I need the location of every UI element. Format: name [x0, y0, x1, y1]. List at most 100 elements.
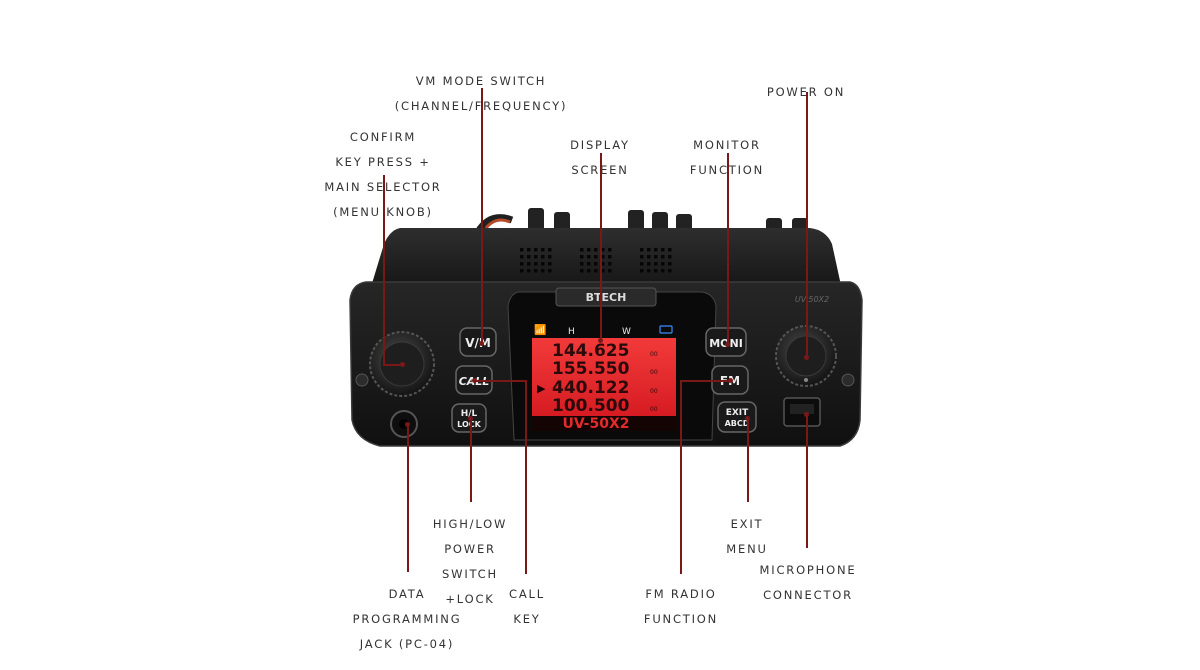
grille-hole [654, 248, 658, 252]
grille-hole [548, 248, 552, 252]
grille-hole [647, 248, 651, 252]
frequency-row: 440.122 [552, 378, 629, 398]
grille-hole [661, 255, 665, 259]
label-monitor-function: MONITOR FUNCTION [689, 137, 765, 177]
grille-hole [580, 262, 584, 266]
grille-hole [534, 262, 538, 266]
signal-icon: 📶 [534, 323, 546, 336]
grille-hole [640, 248, 644, 252]
status-h: H [568, 327, 575, 337]
grille-hole [548, 262, 552, 266]
label-vm-mode-switch: VM MODE SWITCH (CHANNEL/FREQUENCY) [394, 73, 568, 113]
grille-hole [668, 262, 672, 266]
grille-hole [527, 262, 531, 266]
grille-hole [601, 255, 605, 259]
status-w: W [622, 327, 631, 337]
selected-row-arrow: ▶ [537, 382, 546, 395]
display-screen [532, 338, 676, 416]
grille-hole [534, 255, 538, 259]
frequency-row: 155.550 [552, 359, 630, 379]
screw [841, 373, 855, 387]
side-model-text: UV-50X2 [795, 295, 829, 304]
battery-icon [659, 325, 673, 334]
grille-hole [587, 248, 591, 252]
grille-hole [520, 255, 524, 259]
speaker-grille [520, 248, 672, 273]
grille-hole [647, 262, 651, 266]
grille-hole [608, 262, 612, 266]
grille-hole [654, 262, 658, 266]
svg-text:00: 00 [650, 351, 658, 358]
grille-hole [640, 269, 644, 273]
grille-hole [601, 248, 605, 252]
grille-hole [541, 248, 545, 252]
exit-button[interactable]: EXIT ABCD [717, 401, 757, 433]
frequency-rows: 144.625 155.550 440.122 100.500 [552, 341, 630, 416]
grille-hole [661, 269, 665, 273]
grille-hole [594, 262, 598, 266]
svg-text:00: 00 [650, 388, 658, 395]
label-confirm-menu-knob: CONFIRM KEY PRESS + MAIN SELECTOR (MENU … [324, 129, 442, 219]
grille-hole [534, 269, 538, 273]
grille-hole [548, 255, 552, 259]
grille-hole [580, 255, 584, 259]
grille-hole [580, 269, 584, 273]
svg-text:LOCK: LOCK [457, 420, 481, 429]
grille-hole [527, 248, 531, 252]
grille-hole [587, 255, 591, 259]
grille-hole [668, 255, 672, 259]
grille-hole [527, 269, 531, 273]
grille-hole [594, 248, 598, 252]
model-name: UV-50X2 [562, 416, 629, 432]
grille-hole [668, 248, 672, 252]
radio-top-body [370, 228, 842, 290]
grille-hole [594, 269, 598, 273]
grille-hole [640, 255, 644, 259]
grille-hole [520, 262, 524, 266]
grille-hole [534, 248, 538, 252]
grille-hole [654, 269, 658, 273]
vm-button[interactable]: V/M [459, 327, 497, 357]
brand-logo: BTECH [586, 291, 627, 304]
grille-hole [608, 269, 612, 273]
grille-hole [654, 255, 658, 259]
grille-hole [520, 269, 524, 273]
grille-hole [587, 262, 591, 266]
label-exit-menu: EXIT MENU [726, 516, 768, 556]
label-display-screen: DISPLAY SCREEN [570, 137, 630, 177]
frequency-row: 100.500 [552, 396, 630, 416]
grille-hole [541, 262, 545, 266]
svg-text:V/M: V/M [465, 336, 491, 350]
frequency-suffixes: 00 00 00 00 [650, 351, 658, 413]
label-power-on: POWER ON [766, 84, 846, 99]
svg-text:ABCD: ABCD [725, 419, 750, 428]
grille-hole [580, 248, 584, 252]
grille-hole [548, 269, 552, 273]
grille-hole [668, 269, 672, 273]
grille-hole [601, 262, 605, 266]
brand-plate [555, 287, 657, 307]
grille-hole [601, 269, 605, 273]
svg-text:H/L: H/L [461, 409, 478, 419]
grille-hole [520, 248, 524, 252]
svg-text:EXIT: EXIT [726, 408, 749, 418]
grille-hole [661, 262, 665, 266]
grille-hole [608, 255, 612, 259]
frequency-row: 144.625 [552, 341, 629, 361]
grille-hole [608, 248, 612, 252]
grille-hole [587, 269, 591, 273]
grille-hole [527, 255, 531, 259]
grille-hole [541, 269, 545, 273]
svg-text:00: 00 [650, 406, 658, 413]
grille-hole [661, 248, 665, 252]
label-high-low-power: HIGH/LOW POWER SWITCH +LOCK [432, 516, 508, 606]
label-microphone-connector: MICROPHONE CONNECTOR [759, 562, 857, 602]
grille-hole [541, 255, 545, 259]
svg-text:00: 00 [650, 369, 658, 376]
screw [355, 373, 369, 387]
label-data-programming-jack: DATA PROGRAMMING JACK (PC-04) [352, 586, 462, 651]
label-call-key: CALL KEY [509, 586, 545, 626]
label-fm-radio-function: FM RADIO FUNCTION [643, 586, 719, 626]
grille-hole [640, 262, 644, 266]
